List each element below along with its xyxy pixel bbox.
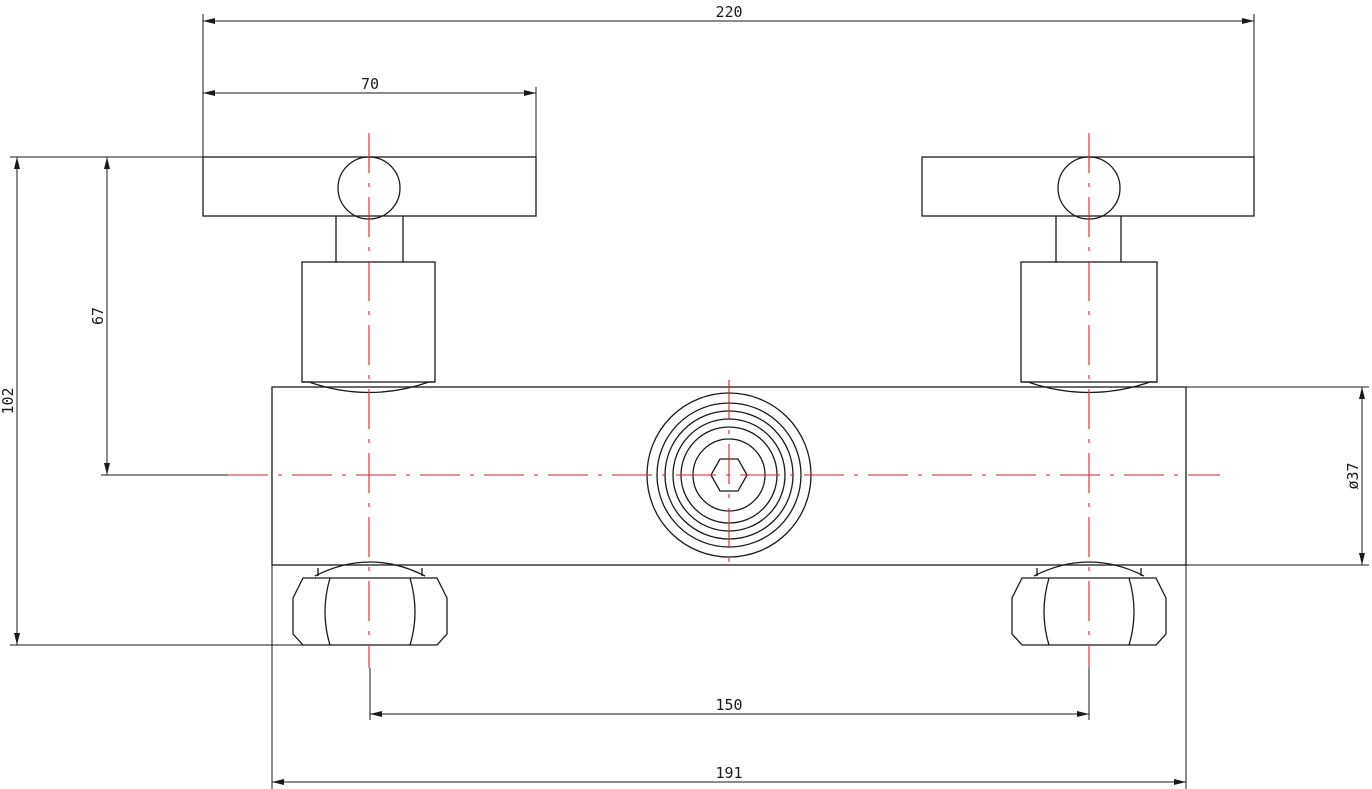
dim-label-overall-height: 102 (0, 387, 17, 414)
dim-label-overall-width: 220 (715, 3, 742, 21)
dim-label-handle-to-center: 67 (89, 307, 107, 325)
dim-inlet-centers: 150 (369, 668, 1090, 720)
dim-body-width: 191 (271, 565, 1187, 789)
dim-body-diameter: ø37 (1186, 386, 1369, 566)
left-stem (335, 216, 404, 262)
dim-label-handle-length: 70 (361, 75, 379, 93)
right-handle-assembly (921, 156, 1255, 394)
dim-label-inlet-centers: 150 (715, 696, 742, 714)
right-handle-bar (921, 156, 1255, 217)
dim-handle-length: 70 (203, 75, 537, 157)
centerlines (228, 133, 1220, 668)
left-inlet-nut (292, 561, 448, 646)
dim-overall-height: 102 (0, 156, 303, 646)
dim-label-body-width: 191 (715, 764, 742, 782)
dim-overall-width: 220 (202, 3, 1255, 157)
dim-handle-to-center: 67 (89, 157, 228, 476)
right-stem (1055, 216, 1122, 262)
dim-label-body-diameter: ø37 (1344, 462, 1362, 489)
right-inlet-nut (1011, 561, 1167, 646)
